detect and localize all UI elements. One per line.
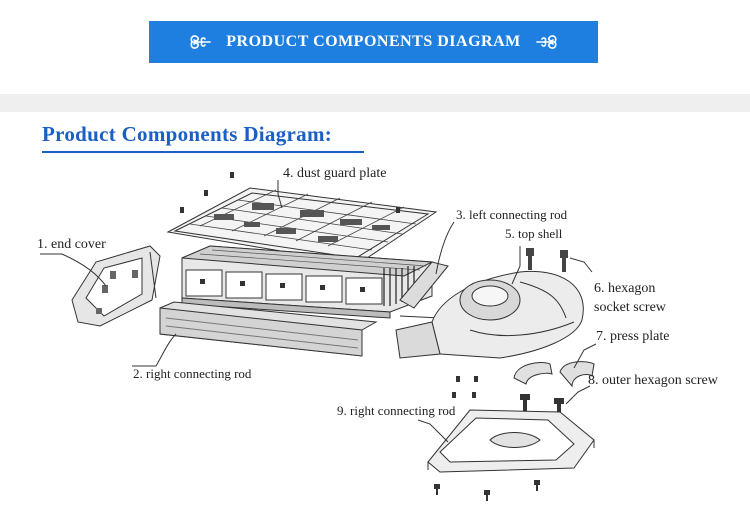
leader-lines xyxy=(40,180,597,443)
section-heading: Product Components Diagram: xyxy=(42,122,333,146)
label-right-connecting-rod-9: 9. right connecting rod xyxy=(337,403,456,418)
label-end-cover: 1. end cover xyxy=(37,237,106,252)
press-plates xyxy=(513,361,595,388)
label-hexagon-socket-1: 6. hexagon xyxy=(594,281,656,296)
header-banner: PRODUCT COMPONENTS DIAGRAM xyxy=(149,21,598,63)
label-hexagon-socket-2: socket screw xyxy=(594,300,666,315)
hexagon-socket-screws xyxy=(526,248,568,272)
right-connecting-rod-front xyxy=(159,301,378,357)
heading-underline xyxy=(42,151,364,153)
bracket-screws xyxy=(452,376,478,398)
left-ornament-icon xyxy=(190,35,212,49)
divider-band xyxy=(0,94,750,112)
bottom-screws xyxy=(434,480,540,501)
label-dust-guard-plate: 4. dust guard plate xyxy=(283,166,387,181)
right-ornament-icon xyxy=(535,35,557,49)
plate-screws xyxy=(180,172,400,213)
banner-title: PRODUCT COMPONENTS DIAGRAM xyxy=(226,33,521,50)
end-cover xyxy=(71,245,161,327)
led-module xyxy=(181,245,434,319)
outer-hexagon-screws xyxy=(520,394,564,418)
label-outer-hexagon-screw: 8. outer hexagon screw xyxy=(588,373,718,388)
label-press-plate: 7. press plate xyxy=(596,329,670,344)
label-left-connecting-rod: 3. left connecting rod xyxy=(456,207,568,222)
label-right-connecting-rod-2: 2. right connecting rod xyxy=(133,366,252,381)
bottom-bracket xyxy=(427,409,595,473)
top-shell xyxy=(395,270,584,359)
label-top-shell: 5. top shell xyxy=(505,226,563,241)
